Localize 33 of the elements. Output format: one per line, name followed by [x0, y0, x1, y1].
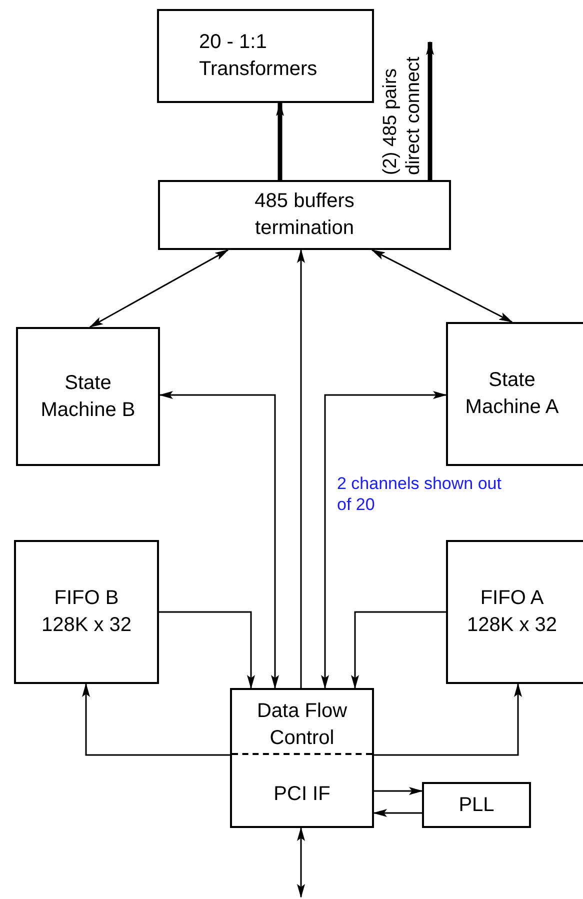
box-label: State Machine B [40, 370, 136, 422]
process-box [14, 540, 159, 684]
box-label: State Machine A [464, 368, 560, 420]
arrow [374, 683, 522, 756]
arrow [426, 41, 434, 180]
arrow [321, 391, 447, 689]
box-label: 20 - 1:1 Transformers [199, 30, 318, 82]
box-label: 485 buffers termination [254, 189, 356, 241]
process-box [16, 327, 160, 466]
process-box [446, 540, 583, 684]
arrow [159, 391, 279, 689]
arrow [297, 249, 305, 688]
arrow [373, 809, 422, 817]
arrow [159, 611, 255, 689]
process-box [446, 322, 583, 466]
process-box [230, 688, 374, 828]
arrow [297, 827, 305, 898]
box-label: PCI IF [274, 782, 330, 807]
box-label: FIFO B 128K x 32 [40, 586, 133, 638]
arrow [371, 249, 513, 323]
note-text: 2 channels shown out of 20 [337, 473, 502, 515]
edge-label: (2) 485 pairs direct connect [379, 56, 425, 175]
arrow [374, 787, 423, 795]
process-box [158, 180, 451, 250]
box-label: FIFO A 128K x 32 [466, 586, 558, 638]
process-box [422, 782, 531, 828]
box-label: PLL [458, 792, 494, 818]
arrow [82, 683, 230, 756]
box-label: Data Flow Control [256, 699, 348, 751]
arrow [351, 611, 446, 689]
arrow [276, 102, 284, 180]
process-box [157, 9, 374, 103]
arrow [89, 249, 229, 328]
